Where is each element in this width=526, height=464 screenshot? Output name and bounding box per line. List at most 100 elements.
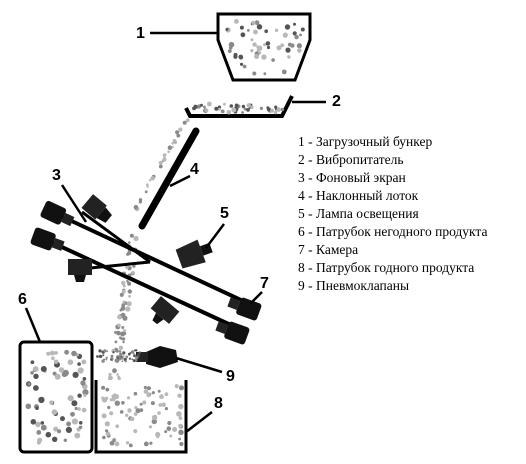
particle <box>239 62 244 66</box>
particle <box>241 104 246 109</box>
particle <box>74 432 81 439</box>
particle <box>133 412 138 416</box>
particle <box>266 107 271 112</box>
particle <box>101 385 106 390</box>
particle <box>171 142 174 145</box>
particle <box>241 111 245 114</box>
particle <box>158 164 163 169</box>
particle <box>120 312 126 318</box>
particle <box>240 32 246 38</box>
legend-item: 3 - Фоновый экран <box>298 170 406 185</box>
particle <box>287 55 291 59</box>
particle <box>142 400 147 405</box>
particle <box>174 384 179 389</box>
particle <box>132 264 136 268</box>
particle <box>229 104 234 108</box>
particle <box>67 395 74 402</box>
particle <box>264 29 269 33</box>
legend-item: 2 - Вибропитатель <box>298 152 404 167</box>
particle <box>133 235 139 242</box>
particle <box>139 402 143 406</box>
particle <box>30 360 35 365</box>
particle <box>280 107 285 112</box>
particle <box>72 371 79 378</box>
particle <box>128 443 133 448</box>
camera-icon <box>30 200 262 345</box>
particle <box>176 133 181 138</box>
particle <box>62 369 69 377</box>
legend-item: 8 - Патрубок годного продукта <box>298 260 474 275</box>
particle <box>115 349 119 353</box>
particle <box>226 110 232 115</box>
particle <box>60 416 65 422</box>
particle <box>265 41 271 46</box>
particle <box>159 394 164 400</box>
particle <box>35 406 39 411</box>
particle <box>157 389 161 393</box>
particle <box>105 356 108 359</box>
callout-1: 1 <box>136 25 145 42</box>
particle <box>143 385 147 390</box>
particle <box>30 371 34 375</box>
particle <box>46 351 51 356</box>
particle <box>138 198 143 202</box>
particle <box>149 441 153 445</box>
particle <box>102 435 106 440</box>
particle <box>151 418 157 425</box>
particle <box>121 289 126 294</box>
particle <box>251 20 256 25</box>
legend-item: 9 - Пневмоклапаны <box>298 278 409 293</box>
particle <box>161 402 166 407</box>
callout-2: 2 <box>332 93 341 110</box>
particle <box>119 352 123 356</box>
particle <box>227 49 232 53</box>
particle <box>294 34 299 40</box>
particle <box>169 434 173 438</box>
particle <box>228 41 235 48</box>
particle <box>177 393 182 398</box>
particle <box>126 301 132 307</box>
callout-6: 6 <box>18 291 27 308</box>
callout-7: 7 <box>260 275 269 292</box>
particle <box>114 340 118 344</box>
particle <box>225 27 229 31</box>
particle <box>122 351 126 355</box>
particle <box>172 139 177 143</box>
particle <box>143 389 149 394</box>
particle <box>109 376 113 380</box>
particle <box>98 354 103 359</box>
particle <box>178 416 183 420</box>
particle <box>111 397 116 402</box>
particle <box>77 407 81 411</box>
particle <box>109 440 115 446</box>
particle <box>45 431 52 438</box>
particle <box>127 408 132 413</box>
inclined-chute-icon <box>133 118 200 230</box>
particle <box>290 43 295 48</box>
particle <box>70 411 75 417</box>
particle <box>263 43 266 47</box>
particle <box>123 329 127 333</box>
particle <box>125 413 129 417</box>
particle <box>114 441 120 447</box>
particle <box>162 153 167 157</box>
particle <box>105 431 111 437</box>
particle <box>128 357 131 360</box>
particle <box>122 340 125 344</box>
particle <box>121 360 124 363</box>
particle <box>80 380 86 386</box>
particle <box>118 345 124 350</box>
particle <box>120 356 122 358</box>
particle <box>234 103 239 108</box>
particle <box>282 32 288 38</box>
particle <box>109 411 114 416</box>
particle <box>117 314 122 320</box>
particle <box>151 391 155 395</box>
particle <box>271 58 275 62</box>
particle <box>118 350 122 353</box>
particle <box>270 108 274 113</box>
particle <box>261 54 267 60</box>
particle <box>77 362 81 366</box>
particle <box>30 419 37 425</box>
particle <box>254 54 260 59</box>
